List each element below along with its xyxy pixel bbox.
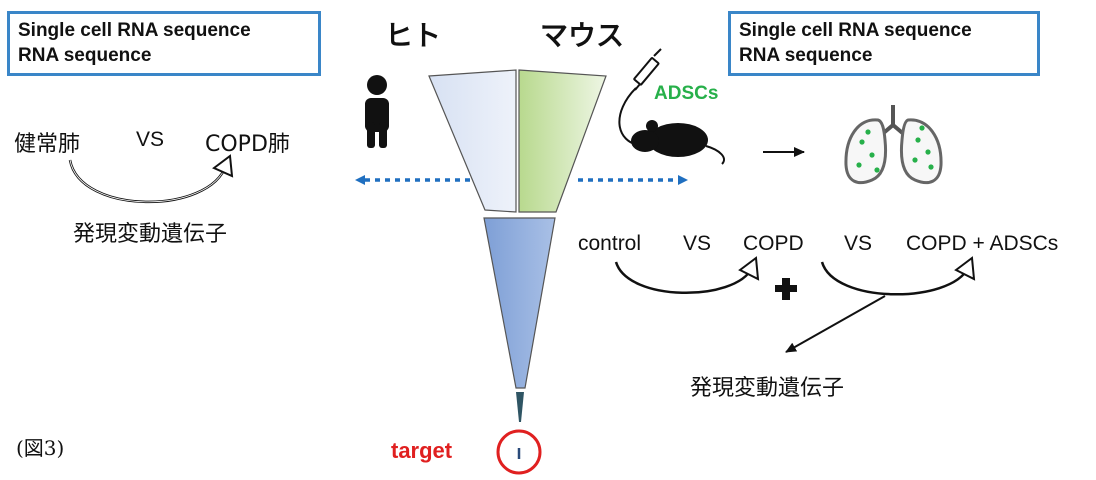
right-vs-label-1: VS	[683, 232, 712, 255]
human-funnel-half	[428, 69, 517, 213]
right-info-box: Single cell RNA sequence RNA sequence	[728, 11, 1040, 76]
right-vs-label-2: VS	[844, 232, 873, 255]
right-box-line1: Single cell RNA sequence	[739, 20, 972, 41]
right-compare-arrow-2	[820, 261, 970, 296]
copd-label: COPD	[743, 232, 804, 255]
right-deg-label: 発現変動遺伝子	[690, 376, 845, 401]
narrowing-cone	[483, 217, 556, 389]
figure-caption: (図3)	[16, 436, 65, 460]
mouse-icon	[631, 120, 725, 165]
healthy-lung-label: 健常肺	[14, 132, 81, 157]
left-info-box: Single cell RNA sequence RNA sequence	[7, 11, 321, 76]
mouse-funnel-half	[518, 69, 607, 213]
left-box-line1: Single cell RNA sequence	[18, 20, 251, 41]
copd-lung-label: COPD肺	[205, 132, 290, 157]
mouse-label: マウス	[540, 19, 625, 52]
left-deg-label: 発現変動遺伝子	[73, 222, 228, 247]
right-compare-arrow-1	[614, 261, 754, 294]
left-compare-arrow	[68, 159, 228, 204]
copd-adscs-label: COPD + ADSCs	[906, 232, 1059, 255]
human-icon	[365, 75, 389, 148]
adscs-label: ADSCs	[654, 83, 719, 104]
target-label: target	[391, 438, 453, 463]
control-label: control	[578, 232, 642, 255]
cone-tip	[516, 392, 524, 422]
left-vs-label: VS	[136, 128, 165, 151]
plus-icon	[775, 278, 797, 300]
lungs-icon	[844, 105, 943, 185]
arrow-to-genes	[785, 295, 886, 353]
human-label: ヒト	[385, 19, 442, 52]
right-box-line2: RNA sequence	[739, 45, 873, 66]
left-box-line2: RNA sequence	[18, 45, 152, 66]
target-circle	[496, 429, 542, 475]
